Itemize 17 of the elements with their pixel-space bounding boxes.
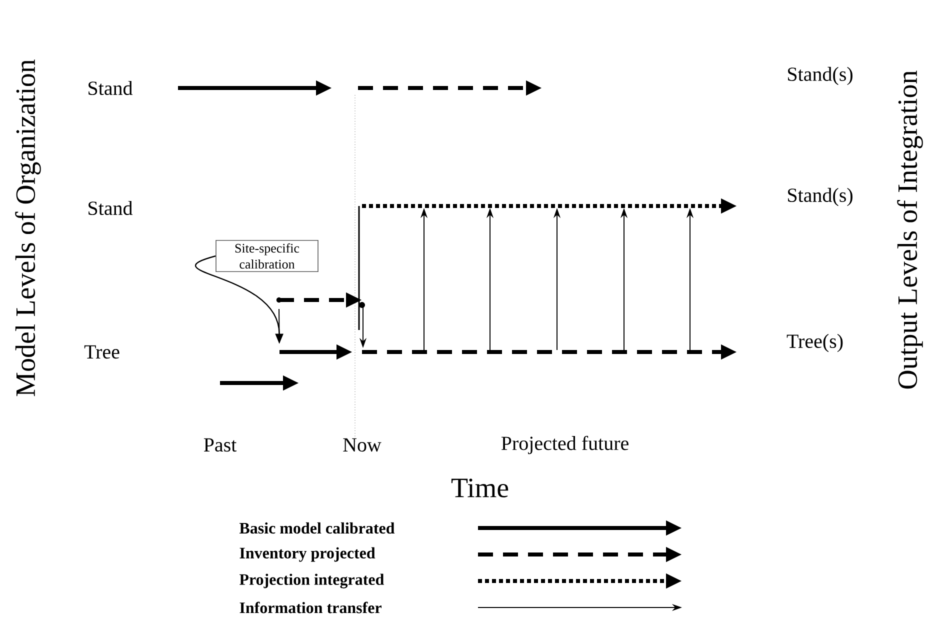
legend-label: Projection integrated	[239, 574, 384, 588]
level-label: Tree	[84, 345, 120, 359]
axis-title: Output Levels of Integration	[897, 70, 923, 389]
axis-title: Model Levels of Organization	[15, 60, 41, 396]
legend-label: Inventory projected	[240, 547, 376, 562]
time-label: Time	[451, 478, 508, 498]
legend-label: Basic model calibrated	[239, 522, 395, 534]
level-label: Tree(s)	[786, 334, 843, 352]
level-label: Stand(s)	[788, 66, 852, 86]
time-label: Projected future	[501, 436, 628, 454]
level-label: Stand	[88, 200, 133, 216]
time-label: Now	[343, 438, 382, 452]
time-label: Past	[204, 438, 237, 452]
callout-box: Site-specific calibration	[216, 240, 318, 272]
legend-label: Information transfer	[240, 602, 382, 614]
level-label: Stand	[88, 80, 133, 96]
level-label: Stand(s)	[788, 188, 852, 206]
